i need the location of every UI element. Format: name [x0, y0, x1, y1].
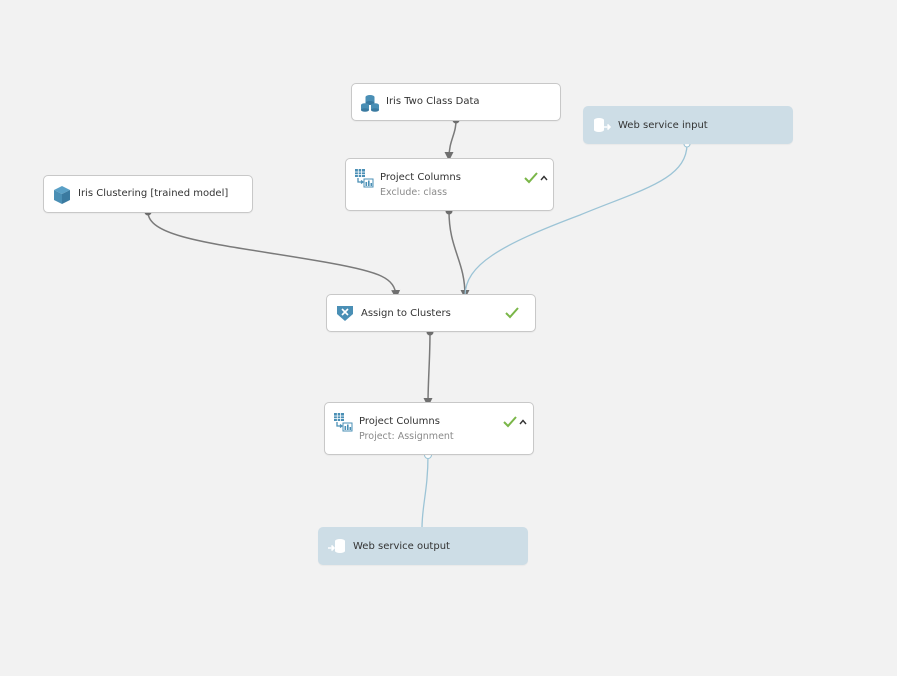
check-icon [524, 172, 538, 184]
connection-project-columns-to-web-service-output[interactable] [421, 454, 429, 529]
project-columns-icon [334, 413, 353, 432]
module-title: Web service input [618, 120, 708, 131]
module-assign-to-clusters[interactable]: Assign to Clusters [326, 294, 536, 332]
module-web-service-input[interactable]: Web service input [583, 106, 793, 144]
connection-assign-to-project-columns[interactable] [423, 331, 433, 407]
module-subtitle: Project: Assignment [359, 431, 454, 442]
project-columns-icon [355, 169, 374, 188]
module-subtitle: Exclude: class [380, 187, 448, 198]
module-project-columns-exclude[interactable]: Project Columns Exclude: class [345, 158, 554, 211]
connection-iris-data-to-project-columns[interactable] [444, 119, 457, 161]
check-icon [505, 307, 519, 319]
module-title: Project Columns [380, 172, 461, 183]
module-title: Project Columns [359, 416, 440, 427]
module-title: Web service output [353, 541, 450, 552]
module-iris-clustering-trained-model[interactable]: Iris Clustering [trained model] [43, 175, 253, 213]
dataset-icon [361, 95, 379, 112]
module-web-service-output[interactable]: Web service output [318, 527, 528, 565]
connection-clustering-model-to-assign[interactable] [147, 211, 401, 299]
module-title: Iris Two Class Data [386, 96, 480, 107]
module-iris-two-class-data[interactable]: Iris Two Class Data [351, 83, 561, 121]
chevron-up-icon[interactable] [540, 175, 548, 181]
web-service-output-icon [328, 539, 345, 553]
connection-project-columns-to-assign[interactable] [448, 210, 470, 299]
module-title: Assign to Clusters [361, 308, 451, 319]
check-icon [503, 416, 517, 428]
module-project-columns-assignment[interactable]: Project Columns Project: Assignment [324, 402, 534, 455]
connection-web-service-input-to-assign[interactable] [464, 143, 688, 297]
trained-model-icon [54, 186, 70, 204]
assign-clusters-icon [337, 306, 353, 321]
chevron-up-icon[interactable] [519, 419, 527, 425]
web-service-input-icon [594, 118, 612, 132]
module-title: Iris Clustering [trained model] [78, 188, 229, 199]
